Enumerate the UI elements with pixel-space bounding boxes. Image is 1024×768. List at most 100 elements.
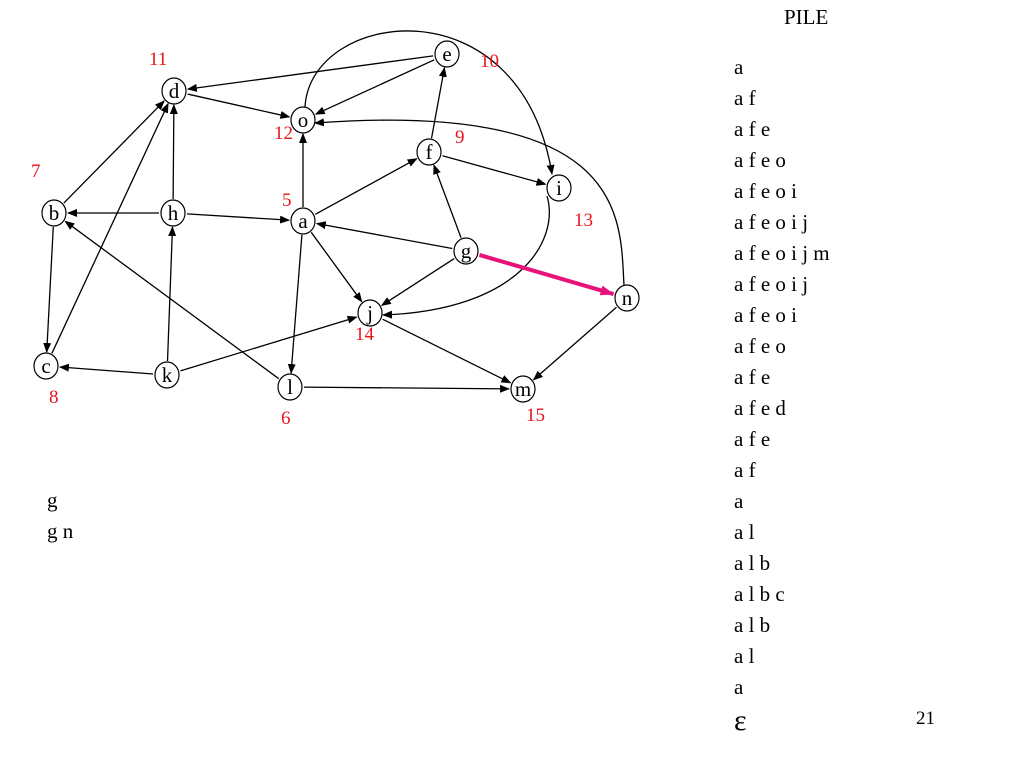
node-l: l: [277, 373, 303, 401]
node-label-g: g: [461, 239, 472, 263]
node-label-a: a: [298, 209, 308, 233]
node-j: j: [357, 299, 383, 327]
stack-line: a f e o: [734, 334, 786, 358]
node-circle-a: [290, 207, 316, 235]
node-label-j: j: [366, 301, 373, 325]
edge-g-j: [380, 258, 455, 306]
node-label-m: m: [515, 377, 531, 401]
edge-k-h: [166, 225, 177, 362]
node-label-c: c: [41, 354, 50, 378]
node-circle-f: [416, 138, 442, 166]
stack-line: a f e o i: [734, 179, 797, 203]
node-circle-b: [41, 199, 67, 227]
edge-c-d: [51, 102, 169, 354]
edge-f-i: [442, 155, 547, 186]
stack-line: a f e d: [734, 396, 786, 420]
stack-line: a l: [734, 644, 755, 668]
node-label-h: h: [168, 201, 179, 225]
order-number-o: 12: [274, 123, 293, 144]
node-circle-d: [161, 77, 187, 105]
edge-l-m: [303, 384, 511, 393]
edge-b-d: [63, 100, 165, 204]
node-f: f: [416, 138, 442, 166]
order-number-l: 6: [281, 408, 291, 429]
order-number-f: 9: [455, 127, 465, 148]
stack-line: a l b: [734, 613, 771, 637]
order-number-m: 15: [526, 405, 545, 426]
node-d: d: [161, 77, 187, 105]
stack-line: a f e: [734, 365, 771, 389]
stack-line: a f e o i j m: [734, 241, 830, 265]
edge-h-d: [169, 103, 178, 200]
edge-a-l: [287, 234, 303, 375]
node-circle-i: [546, 174, 572, 202]
node-k: k: [154, 361, 180, 389]
edge-n-o: [314, 118, 625, 286]
node-label-o: o: [298, 108, 309, 132]
stack-list: a a f a f e a f e o a f e o i a f e o i j a f …: [734, 53, 830, 704]
stack-line: a f e o i j: [734, 210, 809, 234]
stack-line: a l: [734, 520, 755, 544]
edge-a-f: [314, 158, 418, 215]
node-m: m: [510, 375, 536, 403]
page-number: 21: [916, 708, 935, 729]
node-o: o: [290, 106, 316, 134]
edge-j-m: [382, 318, 512, 384]
node-i: i: [546, 174, 572, 202]
stack-line: a f: [734, 458, 756, 482]
node-a: a: [290, 207, 316, 235]
edge-g-n: [478, 253, 615, 296]
edge-k-c: [58, 363, 154, 375]
edge-f-e: [430, 66, 447, 139]
edge-o-i: [304, 30, 555, 175]
node-e: e: [434, 40, 460, 68]
edge-d-o: [187, 93, 291, 119]
node-circle-l: [277, 373, 303, 401]
edge-n-m: [532, 306, 617, 381]
node-circle-o: [290, 106, 316, 134]
node-circle-h: [160, 199, 186, 227]
order-number-j: 14: [355, 324, 375, 345]
edge-a-j: [310, 231, 363, 303]
stack-line: a l b c: [734, 582, 785, 606]
node-label-l: l: [287, 375, 293, 399]
node-label-d: d: [169, 79, 180, 103]
node-h: h: [160, 199, 186, 227]
edge-g-a: [315, 221, 453, 250]
order-number-c: 8: [49, 387, 59, 408]
edge-h-a: [186, 213, 291, 224]
stack-line: a f e o i: [734, 303, 797, 327]
edge-e-d: [186, 55, 434, 92]
traversal-stack-line: g: [47, 488, 58, 512]
node-g: g: [453, 237, 479, 265]
node-circle-m: [510, 375, 536, 403]
stack-line: a l b: [734, 551, 771, 575]
node-circle-c: [33, 352, 59, 380]
node-circle-e: [434, 40, 460, 68]
node-c: c: [33, 352, 59, 380]
stack-line: a f: [734, 86, 756, 110]
stack-title: PILE: [784, 5, 829, 29]
node-label-n: n: [622, 286, 633, 310]
order-number-a: 5: [282, 190, 292, 211]
node-label-k: k: [162, 363, 173, 387]
edge-e-o: [314, 59, 435, 115]
node-circle-n: [614, 284, 640, 312]
edge-b-c: [43, 226, 54, 354]
order-number-e: 10: [480, 51, 499, 72]
stack-line: a: [734, 55, 744, 79]
node-label-i: i: [556, 176, 562, 200]
edge-i-j: [382, 195, 550, 319]
node-b: b: [41, 199, 67, 227]
stack-line: a f e: [734, 117, 771, 141]
node-circle-k: [154, 361, 180, 389]
stack-line: a: [734, 675, 744, 699]
node-label-f: f: [426, 140, 433, 164]
stack-line: a f e o: [734, 148, 786, 172]
stack-line: a: [734, 489, 744, 513]
node-circle-j: [357, 299, 383, 327]
node-label-e: e: [442, 42, 451, 66]
